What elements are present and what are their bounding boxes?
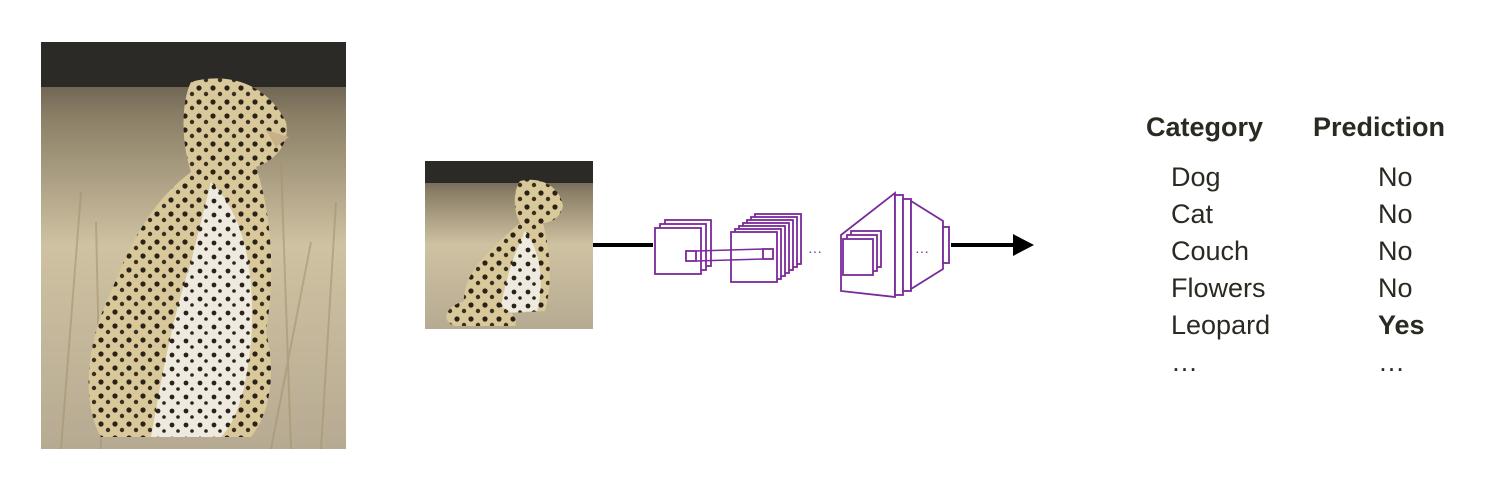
category-cell: Flowers bbox=[1171, 273, 1266, 303]
prediction-cell: No bbox=[1378, 162, 1413, 192]
leopard-photo-large bbox=[41, 42, 346, 449]
table-row: Dog No bbox=[1146, 162, 1476, 199]
ellipsis-2: ··· bbox=[915, 243, 929, 259]
category-cell: Leopard bbox=[1171, 310, 1271, 340]
fc-layers bbox=[840, 191, 950, 299]
leopard-photo-input bbox=[425, 161, 593, 329]
table-row: Cat No bbox=[1146, 199, 1476, 236]
prediction-cell: No bbox=[1378, 236, 1413, 266]
category-cell: Cat bbox=[1171, 199, 1214, 229]
category-cell: … bbox=[1171, 347, 1198, 377]
prediction-cell: No bbox=[1378, 273, 1413, 303]
receptive-field-lines bbox=[695, 248, 764, 262]
table-row: Couch No bbox=[1146, 236, 1476, 273]
category-header: Category bbox=[1146, 112, 1264, 142]
conv-layer-1 bbox=[654, 219, 712, 275]
category-cell: Couch bbox=[1171, 236, 1250, 266]
table-row: … … bbox=[1146, 347, 1476, 384]
prediction-cell: No bbox=[1378, 199, 1413, 229]
output-arrow bbox=[951, 234, 1034, 256]
prediction-cell: Yes bbox=[1378, 310, 1425, 340]
prediction-header: Prediction bbox=[1313, 112, 1446, 142]
table-row: Flowers No bbox=[1146, 273, 1476, 310]
category-cell: Dog bbox=[1171, 162, 1221, 192]
ellipsis-1: ··· bbox=[808, 243, 822, 259]
cnn-pipeline: ··· ··· bbox=[593, 191, 1034, 299]
prediction-cell: … bbox=[1378, 347, 1405, 377]
table-row: Leopard Yes bbox=[1146, 310, 1476, 347]
conv-layer-2 bbox=[730, 213, 802, 283]
